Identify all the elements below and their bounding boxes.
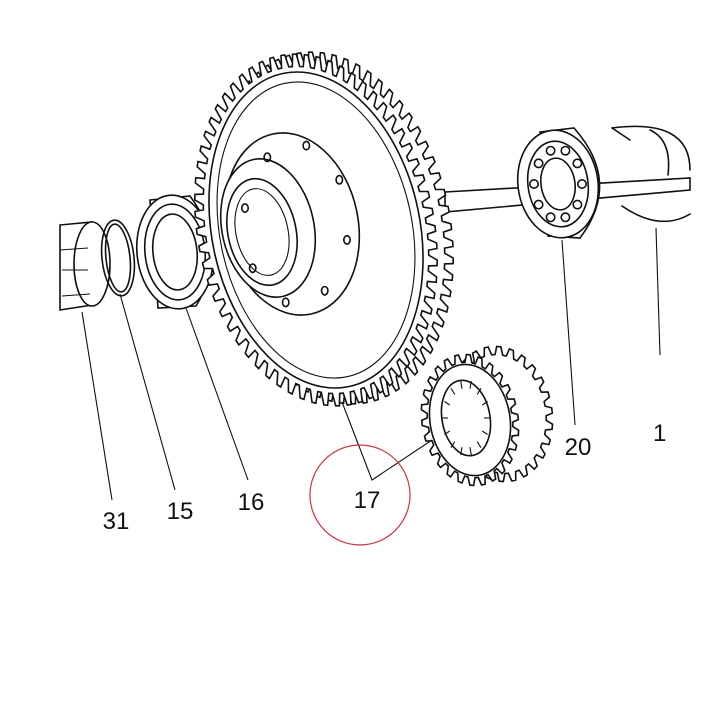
callout-31: 31 bbox=[103, 508, 130, 535]
spline-tooth bbox=[469, 447, 472, 456]
bolt-hole bbox=[302, 140, 311, 151]
spline-tooth bbox=[460, 447, 463, 456]
bearing-ball bbox=[533, 158, 544, 169]
bolt-hole bbox=[241, 203, 250, 214]
spline-tooth bbox=[469, 380, 472, 389]
bearing-ball bbox=[572, 199, 583, 210]
spur-gear-root bbox=[428, 363, 512, 477]
spline-tooth bbox=[481, 401, 488, 406]
part-17-large-ring-gear bbox=[193, 51, 455, 407]
spline-tooth bbox=[460, 380, 463, 389]
bearing-ball bbox=[560, 145, 571, 156]
bolt-hole bbox=[342, 234, 351, 245]
part-15-o-ring bbox=[100, 219, 136, 297]
spline-tooth bbox=[444, 401, 451, 406]
gear-rim-inner bbox=[208, 71, 424, 389]
bolt-hole bbox=[281, 297, 290, 308]
bearing-ball bbox=[545, 212, 556, 223]
bolt-hole bbox=[335, 174, 344, 185]
leader-lines bbox=[81, 227, 661, 501]
callout-17: 17 bbox=[354, 487, 381, 514]
spline-tooth bbox=[450, 388, 456, 395]
spline-tooth bbox=[444, 430, 451, 435]
bearing-ball bbox=[560, 212, 571, 223]
spur-gear-bore bbox=[440, 379, 492, 457]
bolt-hole bbox=[248, 263, 257, 274]
bolt-hole bbox=[320, 285, 329, 296]
bearing-balls bbox=[528, 145, 587, 223]
bearing-ball bbox=[528, 179, 539, 190]
bearing-ball bbox=[576, 179, 587, 190]
callout-16: 16 bbox=[238, 489, 265, 516]
bearing-ball bbox=[533, 199, 544, 210]
spline-tooth bbox=[450, 441, 456, 448]
callout-edge-partial: 1 bbox=[653, 420, 666, 447]
bolt-hole bbox=[263, 152, 272, 163]
gear-web bbox=[216, 81, 416, 379]
part-20-ball-bearing bbox=[516, 127, 601, 239]
callout-15: 15 bbox=[167, 498, 194, 525]
part-16-bearing-race bbox=[135, 194, 215, 310]
callout-20: 20 bbox=[565, 434, 592, 461]
snap-ring-partial bbox=[611, 125, 691, 223]
part-17-small-spur-gear bbox=[420, 345, 554, 487]
part-31-sleeve bbox=[59, 221, 111, 311]
highlight-circle bbox=[309, 444, 411, 546]
bearing-ball bbox=[545, 145, 556, 156]
spline-tooth bbox=[481, 430, 488, 435]
spline-tooth bbox=[476, 441, 482, 448]
bearing-ball bbox=[572, 158, 583, 169]
gear-hub-bore-inner bbox=[234, 188, 290, 276]
spline-tooth bbox=[476, 388, 482, 395]
